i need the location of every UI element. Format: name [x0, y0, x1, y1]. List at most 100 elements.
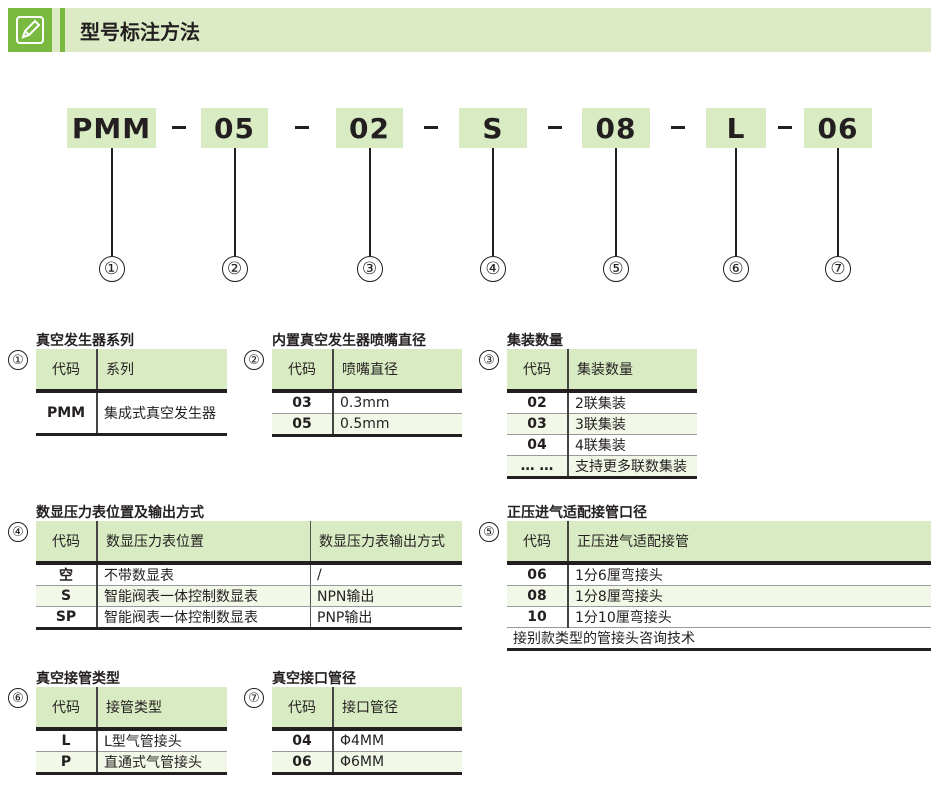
column-header: 代码 — [507, 521, 569, 565]
code-box: 08 — [582, 108, 650, 148]
table-cell: 03 — [272, 391, 334, 414]
circle-number: ④ — [480, 256, 506, 282]
table-cell: 03 — [507, 413, 569, 435]
column-header: 代码 — [36, 521, 98, 565]
column-header: 接口管径 — [333, 687, 462, 731]
section-title: 内置真空发生器喷嘴直径 — [272, 333, 426, 349]
section-number: ① — [8, 350, 28, 370]
table-cell: 智能阀表一体控制数显表 — [97, 606, 311, 630]
table-cell: 0.3mm — [333, 391, 462, 414]
table-cell: Φ4MM — [333, 729, 462, 752]
connector-line — [492, 148, 494, 256]
column-header: 代码 — [36, 349, 98, 393]
dash — [295, 126, 309, 129]
column-header: 代码 — [272, 349, 334, 393]
circle-number: ⑦ — [825, 256, 851, 282]
dash — [547, 126, 562, 129]
table-cell: 直通式气管接头 — [97, 751, 227, 775]
column-header: 数显压力表位置 — [97, 521, 311, 565]
column-header: 代码 — [36, 687, 98, 731]
dash — [171, 126, 186, 129]
dash — [778, 126, 792, 129]
code-box: 02 — [336, 108, 403, 148]
table-cell: 10 — [507, 606, 569, 628]
code-box: PMM — [67, 108, 156, 148]
table-cell: 1分6厘弯接头 — [568, 563, 931, 586]
table-cell: P — [36, 751, 98, 775]
section-number: ② — [244, 350, 264, 370]
table-cell: 0.5mm — [333, 413, 462, 437]
column-header: 接管类型 — [97, 687, 227, 731]
connector-line — [837, 148, 839, 256]
connector-line — [110, 148, 113, 256]
header-bar — [8, 8, 931, 52]
table-cell: SP — [36, 606, 98, 630]
table-note: 接别款类型的管接头咨询技术 — [507, 627, 931, 651]
table-cell: Φ6MM — [333, 751, 462, 775]
table-cell: 空 — [36, 563, 98, 586]
table-cell: 04 — [507, 434, 569, 456]
code-box: 05 — [201, 108, 268, 148]
dash — [424, 126, 438, 129]
circle-number: ⑤ — [603, 256, 629, 282]
page-title: 型号标注方法 — [80, 20, 200, 44]
table-cell: 04 — [272, 729, 334, 752]
table-note-row: 接别款类型的管接头咨询技术 — [507, 627, 931, 651]
pencil-icon — [8, 8, 52, 52]
table-cell: 集成式真空发生器 — [97, 391, 227, 436]
table-row: 空不带数显表/ — [36, 563, 462, 586]
table-cell: PMM — [36, 391, 98, 436]
column-header: 集装数量 — [568, 349, 697, 393]
section-title: 数显压力表位置及输出方式 — [36, 505, 204, 521]
code-box: 06 — [804, 108, 872, 148]
table-cell: L — [36, 729, 98, 752]
table-cell: 02 — [507, 391, 569, 414]
section-number: ⑤ — [479, 522, 499, 542]
header-accent — [60, 8, 65, 52]
column-header: 正压进气适配接管 — [568, 521, 931, 565]
section-title: 真空接管类型 — [36, 671, 120, 687]
connector-line — [233, 148, 236, 256]
section-number: ⑦ — [244, 688, 264, 708]
table-cell: 不带数显表 — [97, 563, 311, 586]
table-cell: 06 — [507, 563, 569, 586]
column-header: 喷嘴直径 — [333, 349, 462, 393]
section-title: 真空接口管径 — [272, 671, 356, 687]
table-cell: 2联集装 — [568, 391, 697, 414]
table-cell: … … — [507, 455, 569, 479]
section-title: 真空发生器系列 — [36, 333, 134, 349]
section-number: ④ — [8, 522, 28, 542]
table-cell: NPN输出 — [310, 585, 462, 607]
table-cell: / — [310, 563, 462, 586]
circle-number: ③ — [356, 256, 383, 282]
column-header: 数显压力表输出方式 — [310, 521, 462, 565]
table-cell: 05 — [272, 413, 334, 437]
section-title: 集装数量 — [507, 333, 563, 349]
section-number: ③ — [479, 350, 499, 370]
column-header: 系列 — [97, 349, 227, 393]
table-cell: 1分8厘弯接头 — [568, 585, 931, 607]
table-cell: PNP输出 — [310, 606, 462, 630]
connector-line — [735, 148, 737, 256]
connector-line — [615, 148, 617, 256]
table-cell: 1分10厘弯接头 — [568, 606, 931, 628]
table-cell: 3联集装 — [568, 413, 697, 435]
circle-number: ② — [221, 256, 248, 282]
